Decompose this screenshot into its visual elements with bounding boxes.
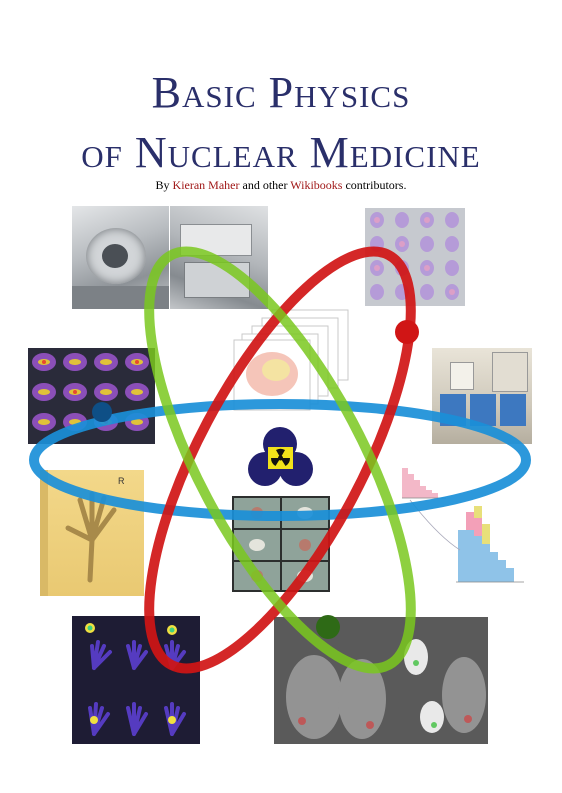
lung-perfusion-scan (274, 617, 488, 744)
byline-suffix: contributors. (345, 178, 407, 192)
hand-bones-sketch: R (65, 476, 125, 583)
author-name: Kieran Maher (172, 178, 240, 192)
slice-stack (233, 309, 349, 411)
stacked-image-slices (232, 308, 352, 412)
title-line-1: Basic Physics (151, 68, 411, 117)
title-line-2: of Nuclear Medicine (81, 128, 481, 177)
red-electron (395, 320, 419, 344)
svg-text:R: R (118, 476, 125, 486)
gamma-camera-photo-left (72, 206, 169, 309)
lung-scan-shapes (286, 639, 486, 739)
byline-middle: and other (242, 178, 288, 192)
radionuclide-generators-photo (432, 348, 532, 444)
blue-electron (92, 402, 112, 422)
hand-scan-shapes (85, 623, 186, 736)
radiation-trefoil-icon (268, 447, 293, 469)
histogram-bars (402, 468, 524, 583)
publisher-name: Wikibooks (290, 178, 343, 192)
hand-bone-scan-images (72, 616, 200, 744)
byline-prefix: By (155, 178, 170, 192)
green-electron (316, 615, 340, 639)
byline: By Kieran Maher and other Wikibooks cont… (0, 178, 562, 193)
